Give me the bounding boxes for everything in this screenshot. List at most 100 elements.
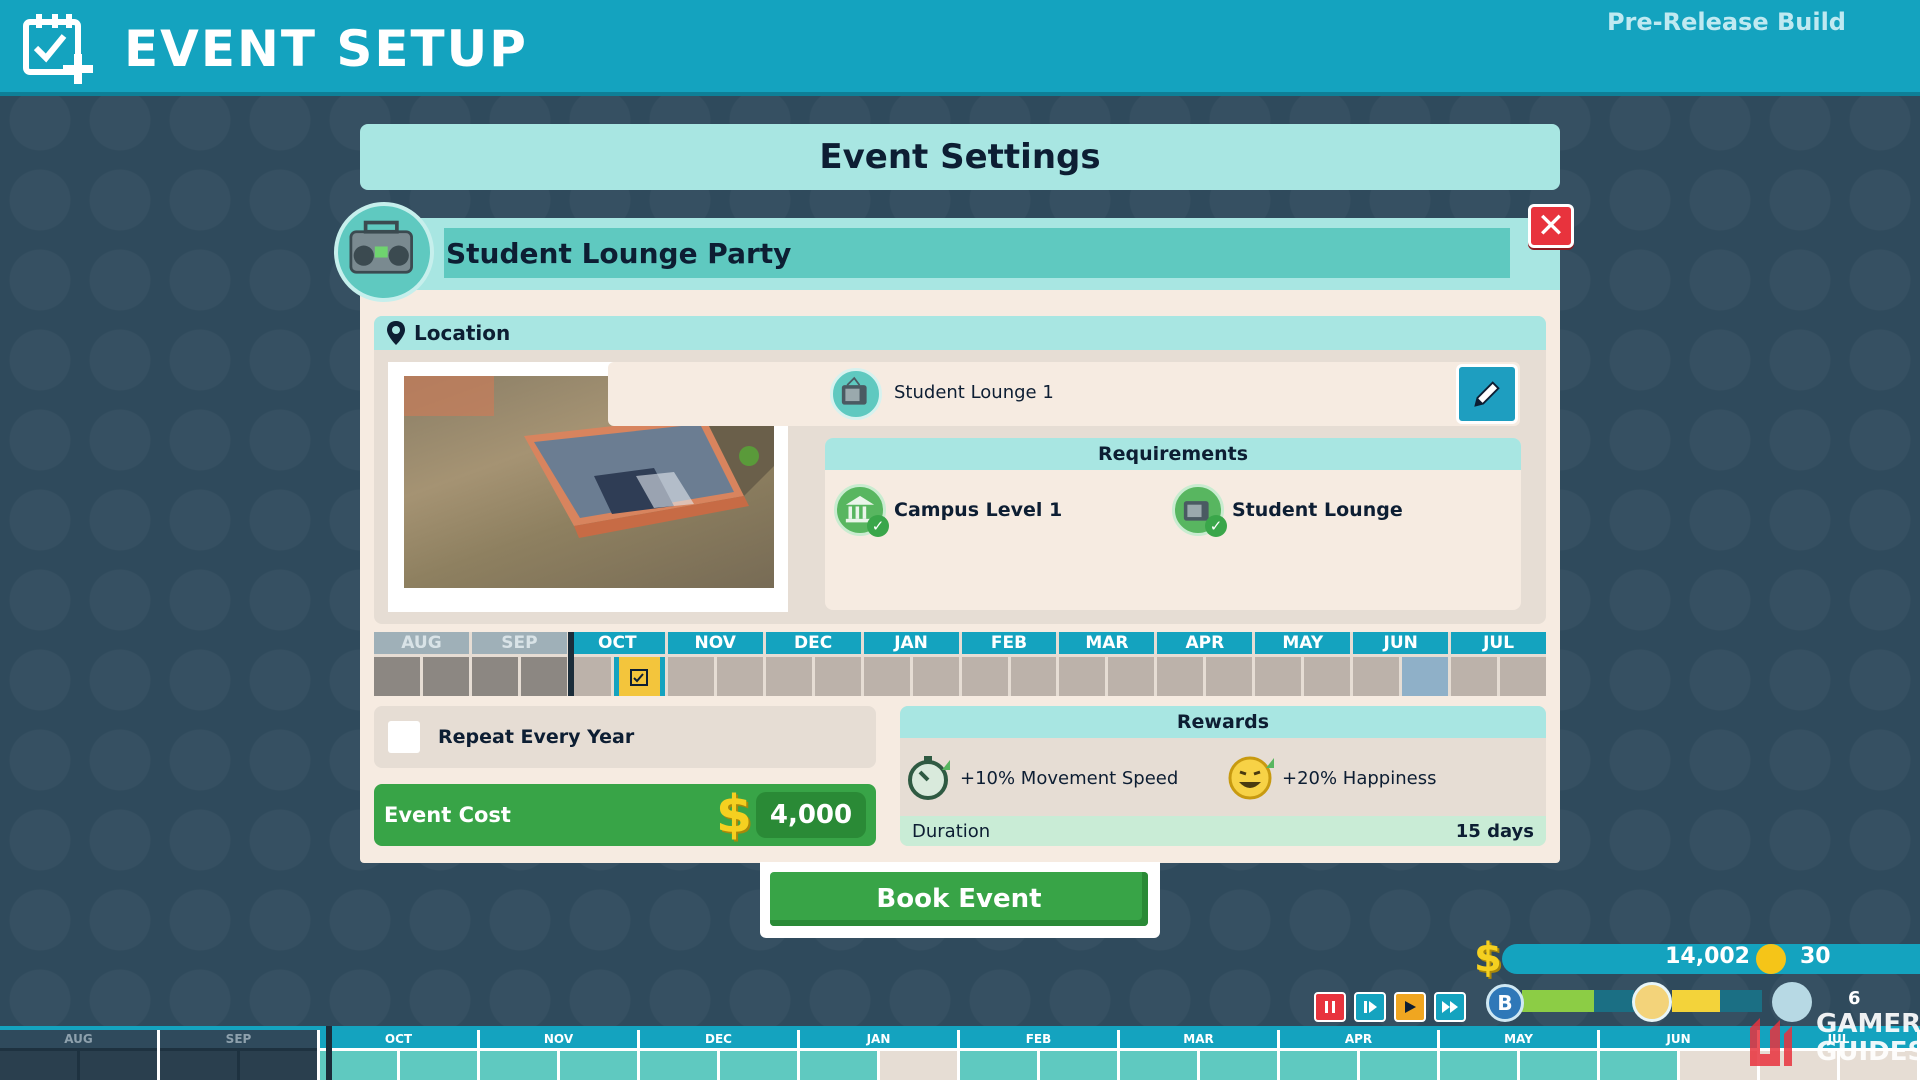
location-heading: Location: [414, 321, 511, 345]
reward-label: +20% Happiness: [1282, 767, 1437, 789]
event-name-bar: Student Lounge Party: [444, 228, 1510, 278]
boombox-icon: [334, 202, 434, 302]
grade-badge[interactable]: B: [1486, 984, 1524, 1022]
repeat-toggle[interactable]: Repeat Every Year: [374, 706, 876, 768]
timeline-month-label: OCT: [320, 1030, 477, 1048]
event-cost-bar: Event Cost $ 4,000: [374, 784, 876, 846]
edit-location-button[interactable]: [1456, 364, 1518, 424]
rewards-heading: Rewards: [900, 706, 1546, 738]
pause-button[interactable]: [1314, 992, 1346, 1022]
requirements-heading: Requirements: [825, 438, 1521, 470]
month-label: APR: [1157, 632, 1253, 654]
hud-resource-bar: [1502, 944, 1920, 974]
timeline-slot: [560, 1051, 637, 1080]
duration-value: 15 days: [1455, 820, 1534, 842]
requirement-label: Student Lounge: [1232, 499, 1403, 521]
week-slot[interactable]: [1402, 657, 1449, 696]
week-slot[interactable]: [1206, 657, 1253, 696]
watermark-line: GAMER: [1816, 1009, 1920, 1039]
step-icon: [1364, 1001, 1377, 1013]
month-label: OCT: [569, 632, 665, 654]
month-aug: AUG: [374, 632, 472, 696]
student-face-icon[interactable]: [1632, 982, 1672, 1022]
month-apr[interactable]: APR: [1157, 632, 1256, 696]
week-slot[interactable]: [1157, 657, 1204, 696]
play-button[interactable]: [1394, 992, 1426, 1022]
happiness-bar-fill: [1672, 990, 1720, 1012]
month-nov[interactable]: NOV: [667, 632, 766, 696]
reward-label: +10% Movement Speed: [960, 767, 1179, 789]
timeline-month-label: NOV: [480, 1030, 637, 1048]
week-slot[interactable]: [1451, 657, 1498, 696]
timeline-month-label: JUN: [1600, 1030, 1757, 1048]
week-slot[interactable]: [1108, 657, 1155, 696]
timeline-month-aug: AUG: [0, 1030, 160, 1080]
pause-icon: [1325, 1001, 1335, 1013]
fast-forward-button[interactable]: [1434, 992, 1466, 1022]
month-label: SEP: [471, 632, 567, 654]
month-selector: AUG SEP OCT NOV DEC JAN FEB M: [374, 632, 1547, 696]
stopwatch-icon: [904, 752, 956, 804]
timeline-month-label: FEB: [960, 1030, 1117, 1048]
top-bar: EVENT SETUP Pre-Release Build: [0, 0, 1920, 96]
selected-week-slot[interactable]: [613, 657, 665, 696]
month-mar[interactable]: MAR: [1059, 632, 1158, 696]
week-slot[interactable]: [765, 657, 812, 696]
calendar-check-icon: [630, 668, 649, 686]
close-button[interactable]: ✕: [1528, 204, 1574, 248]
week-slot[interactable]: [716, 657, 763, 696]
timeline-month-may: MAY: [1440, 1030, 1600, 1080]
timeline-slot: [1440, 1051, 1517, 1080]
month-oct[interactable]: OCT: [569, 632, 668, 696]
kudos-icon: [1756, 944, 1786, 974]
dollar-icon: $: [715, 785, 752, 845]
timeline-month-dec: DEC: [640, 1030, 800, 1080]
week-slot: [374, 657, 420, 696]
timeline-month-label: SEP: [160, 1030, 317, 1048]
event-name: Student Lounge Party: [446, 236, 792, 270]
staff-icon[interactable]: [1772, 982, 1812, 1022]
timeline-month-nov: NOV: [480, 1030, 640, 1080]
month-dec[interactable]: DEC: [765, 632, 864, 696]
timeline-month-feb: FEB: [960, 1030, 1120, 1080]
week-slot[interactable]: [912, 657, 959, 696]
timeline-slot: [1840, 1051, 1917, 1080]
week-slot[interactable]: [814, 657, 861, 696]
week-slot[interactable]: [1059, 657, 1106, 696]
month-feb[interactable]: FEB: [961, 632, 1060, 696]
location-preview: [388, 362, 788, 612]
grade-bar-fill: [1522, 990, 1594, 1012]
month-label: JUN: [1353, 632, 1449, 654]
week-slot[interactable]: [1500, 657, 1547, 696]
campus-building-icon: ✓: [834, 484, 889, 537]
week-slot[interactable]: [667, 657, 714, 696]
week-slot[interactable]: [1255, 657, 1302, 696]
bottom-timeline: AUG SEP OCT NOV DEC JAN FEB MAR APR MAY …: [0, 1026, 1920, 1080]
month-label: JAN: [863, 632, 959, 654]
month-may[interactable]: MAY: [1255, 632, 1354, 696]
timeline-slot: [720, 1051, 797, 1080]
book-event-button[interactable]: Book Event: [770, 872, 1148, 926]
check-icon: ✓: [867, 515, 889, 537]
page-title: EVENT SETUP: [124, 20, 528, 78]
timeline-slot: [400, 1051, 477, 1080]
timeline-month-apr: APR: [1280, 1030, 1440, 1080]
map-pin-icon: [387, 321, 405, 345]
timeline-month-label: MAY: [1440, 1030, 1597, 1048]
week-slot[interactable]: [1304, 657, 1351, 696]
requirement-campus-level: ✓ Campus Level 1: [834, 484, 1063, 537]
month-jan[interactable]: JAN: [863, 632, 962, 696]
location-header: Location: [374, 316, 1546, 350]
requirement-label: Campus Level 1: [894, 499, 1063, 521]
repeat-checkbox[interactable]: [388, 721, 420, 753]
kudos-value: 30: [1800, 944, 1831, 969]
week-slot[interactable]: [863, 657, 910, 696]
week-slot[interactable]: [569, 657, 611, 696]
week-slot[interactable]: [1353, 657, 1400, 696]
step-button[interactable]: [1354, 992, 1386, 1022]
timeline-slot: [960, 1051, 1037, 1080]
month-jun[interactable]: JUN: [1353, 632, 1452, 696]
week-slot[interactable]: [1010, 657, 1057, 696]
week-slot[interactable]: [961, 657, 1008, 696]
month-jul[interactable]: JUL: [1451, 632, 1547, 696]
